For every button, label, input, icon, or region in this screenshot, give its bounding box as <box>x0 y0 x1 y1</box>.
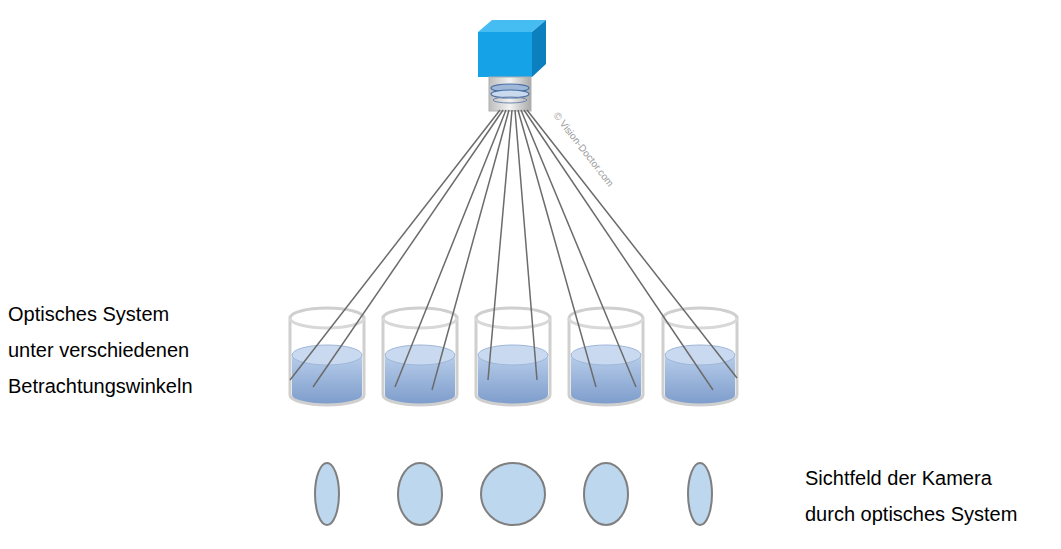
view-ray <box>524 110 713 390</box>
beaker-rim <box>569 318 643 328</box>
beaker-wall <box>383 318 457 405</box>
view-ray <box>515 110 537 380</box>
beaker-rim <box>476 318 550 328</box>
beaker-rim <box>663 308 737 318</box>
field-of-view-ellipses <box>315 463 712 525</box>
beaker <box>290 308 364 405</box>
side-label: Optisches System unter verschiedenen Bet… <box>8 296 213 404</box>
side-label: Sichtfeld der Kamera durch optisches Sys… <box>805 460 1045 532</box>
liquid-surface <box>571 345 641 365</box>
liquid-surface <box>292 345 362 365</box>
view-ray <box>488 110 512 380</box>
field-of-view <box>688 463 712 525</box>
camera-side <box>532 20 546 77</box>
view-rays <box>290 110 737 390</box>
view-ray <box>313 110 503 387</box>
beaker <box>476 308 550 405</box>
beaker-rim <box>383 308 457 318</box>
beaker <box>383 308 457 405</box>
view-ray <box>432 110 509 390</box>
beaker-rim <box>290 318 364 328</box>
field-of-view <box>481 463 545 525</box>
view-ray <box>395 110 506 387</box>
beaker-wall <box>476 318 550 405</box>
camera <box>478 20 546 111</box>
beaker-rim <box>476 308 550 318</box>
field-of-view <box>315 463 339 525</box>
beaker-rim <box>663 318 737 328</box>
liquid-surface <box>478 345 548 365</box>
liquid-surface <box>385 345 455 365</box>
view-ray <box>527 110 737 378</box>
beaker <box>663 308 737 405</box>
watermark: © Vision-Doctor.com <box>551 110 617 189</box>
view-ray <box>521 110 636 387</box>
beaker-wall <box>290 318 364 405</box>
lens-barrel <box>489 77 531 111</box>
beaker-rim <box>290 308 364 318</box>
field-of-view <box>398 463 442 525</box>
view-ray <box>290 110 500 380</box>
lens-ring <box>493 97 527 103</box>
beaker <box>569 308 643 405</box>
field-of-view <box>584 463 628 525</box>
camera-front <box>478 32 532 77</box>
